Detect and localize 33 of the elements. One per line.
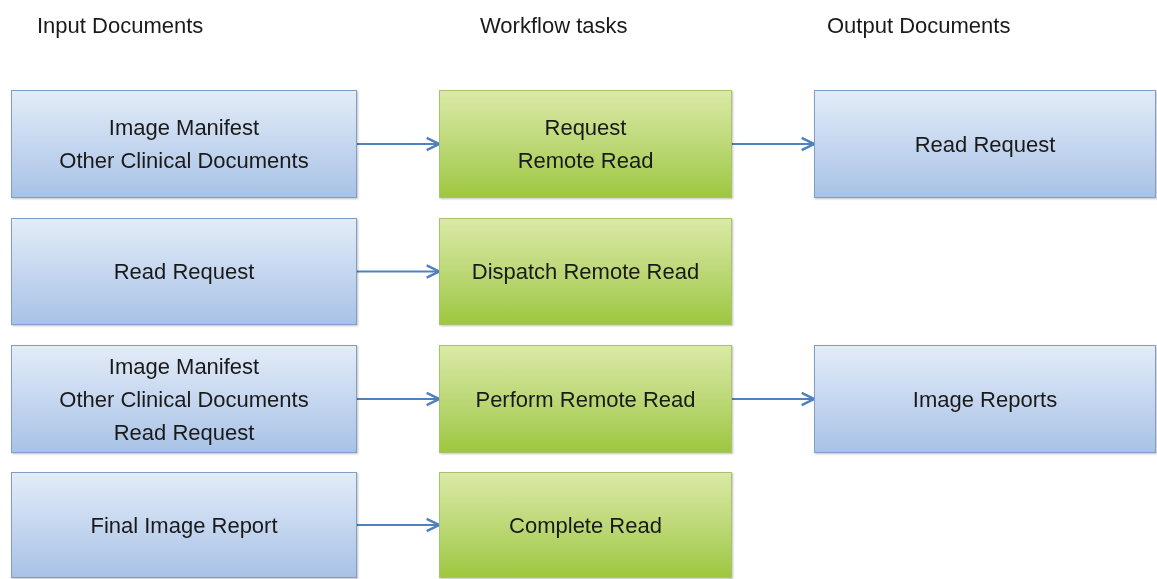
- document-box: [814, 345, 1156, 453]
- document-box: [11, 345, 357, 453]
- document-box: [11, 218, 357, 325]
- box-text: Image Reports: [912, 385, 1058, 414]
- box-text: Perform Remote Read: [475, 385, 696, 414]
- box-text: Final Image Report: [90, 511, 278, 540]
- box-text: Complete Read: [509, 511, 662, 540]
- document-box: [814, 90, 1156, 198]
- box-text: Remote Read: [517, 147, 654, 175]
- box-text: Read Request: [914, 130, 1056, 159]
- box-text: Other Clinical Documents: [59, 385, 309, 414]
- column-heading: Output Documents: [827, 12, 1011, 40]
- task-box: [439, 90, 732, 198]
- task-box: [439, 345, 732, 453]
- box-text: Image Manifest: [108, 352, 260, 381]
- arrow: [357, 136, 441, 152]
- box-text: Other Clinical Documents: [59, 147, 309, 175]
- box-text: Read Request: [113, 258, 255, 286]
- box-text: Dispatch Remote Read: [471, 258, 700, 286]
- document-box: [11, 472, 357, 578]
- arrow: [357, 517, 441, 533]
- task-box: [439, 218, 732, 325]
- task-box: [439, 472, 732, 578]
- column-heading: Workflow tasks: [480, 12, 628, 40]
- box-text: Request: [544, 114, 627, 142]
- arrow: [357, 391, 441, 407]
- column-heading: Input Documents: [37, 12, 204, 40]
- arrow: [732, 391, 816, 407]
- arrow: [732, 136, 816, 152]
- box-text: Read Request: [113, 418, 255, 447]
- box-text: Image Manifest: [108, 114, 260, 142]
- document-box: [11, 90, 357, 198]
- arrow: [357, 264, 441, 279]
